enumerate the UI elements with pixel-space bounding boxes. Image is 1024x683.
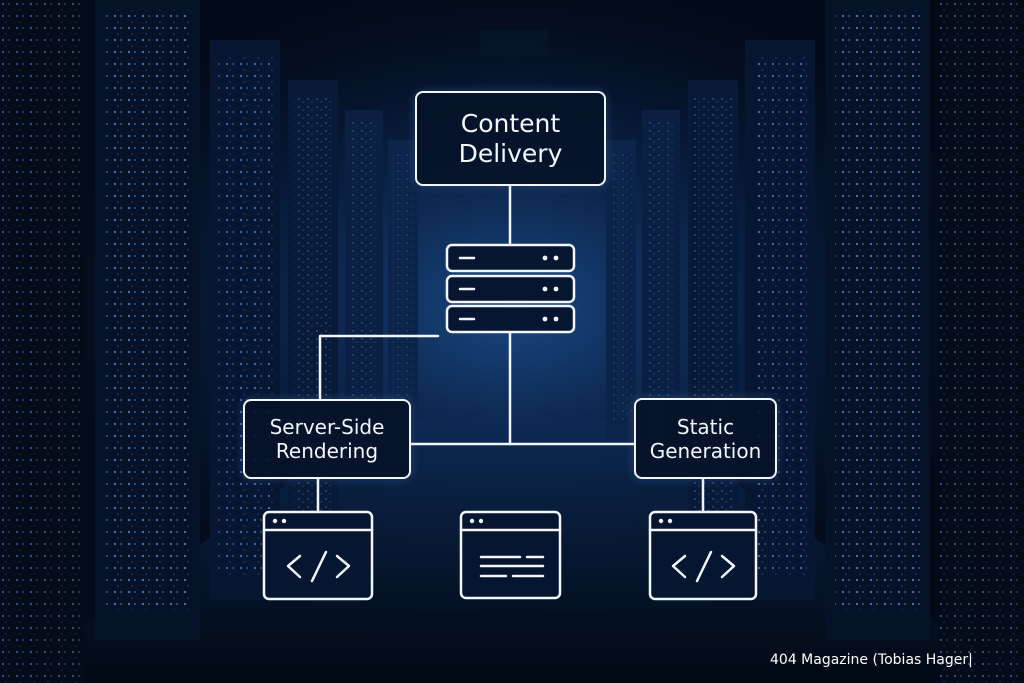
static-generation-node: Static Generation bbox=[634, 398, 777, 479]
server-side-rendering-node: Server-Side Rendering bbox=[243, 399, 411, 479]
server-side-rendering-line2: Rendering bbox=[275, 439, 379, 463]
server-side-rendering-line1: Server-Side bbox=[269, 415, 385, 439]
image-credit: 404 Magazine (Tobias Hager| bbox=[770, 652, 973, 668]
content-delivery-line2: Delivery bbox=[458, 138, 563, 168]
content-delivery-line1: Content bbox=[460, 108, 561, 138]
content-delivery-node: Content Delivery bbox=[415, 91, 606, 186]
static-generation-line2: Generation bbox=[649, 438, 762, 463]
static-generation-line1: Static bbox=[676, 414, 735, 439]
